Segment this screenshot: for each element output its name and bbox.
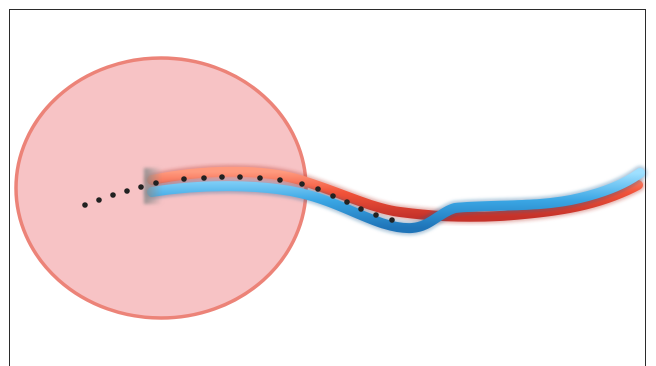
trail-dot (82, 202, 88, 208)
trail-dot (373, 212, 379, 218)
trail-dot (124, 188, 130, 194)
trail-dot (315, 186, 321, 192)
trail-dot (344, 199, 350, 205)
trail-dot (110, 192, 116, 198)
trail-dot (257, 175, 263, 181)
trail-dot (153, 180, 159, 186)
trail-dot (237, 174, 243, 180)
trail-dot (358, 206, 364, 212)
strand-origin-fade (144, 168, 162, 204)
trail-dot (219, 174, 225, 180)
trail-dot (96, 197, 102, 203)
trail-dot (277, 177, 283, 183)
trail-dot (138, 184, 144, 190)
trail-dot (389, 217, 395, 223)
trail-dot (181, 176, 187, 182)
trail-dot (299, 181, 305, 187)
trail-dot (201, 175, 207, 181)
trail-dot (330, 193, 336, 199)
